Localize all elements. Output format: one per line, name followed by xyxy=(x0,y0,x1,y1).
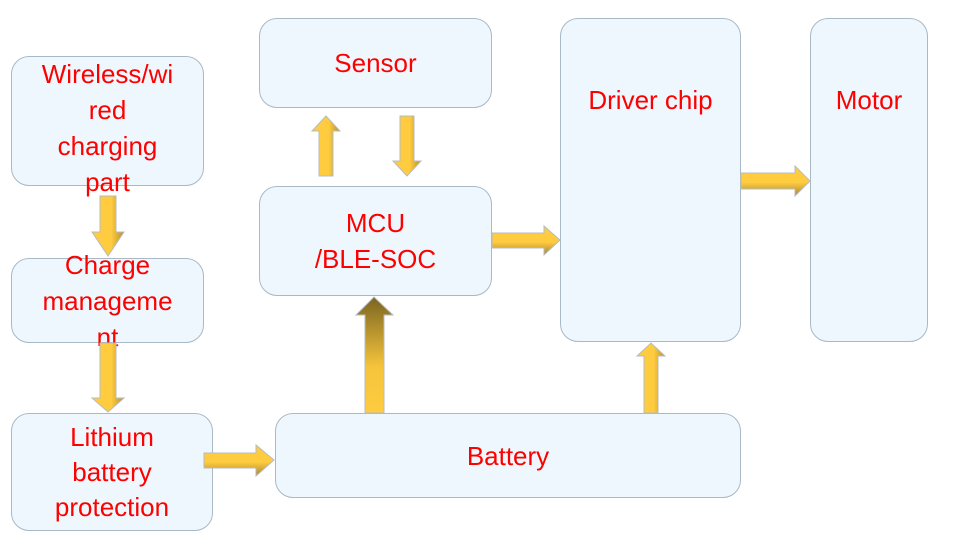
node-label: Driver chip xyxy=(588,85,713,115)
node-lithium-battery-protection: Lithium battery protection xyxy=(11,413,213,531)
arrow-battery-to-mcu xyxy=(354,296,395,414)
arrow-battery-to-driver xyxy=(635,342,667,414)
node-sensor: Sensor xyxy=(259,18,492,108)
node-label: Wireless/wi red charging part xyxy=(41,59,174,197)
arrow-sensor-to-mcu xyxy=(391,115,423,177)
arrow-mcu-to-sensor xyxy=(310,115,342,177)
node-motor: Motor xyxy=(810,18,928,342)
node-label: Battery xyxy=(466,440,550,471)
arrow-driver-to-motor xyxy=(740,164,811,198)
node-label: Lithium battery protection xyxy=(54,421,170,522)
arrow-lithium-to-battery xyxy=(203,443,275,478)
arrow-mcu-to-driver xyxy=(491,224,561,257)
node-battery: Battery xyxy=(275,413,741,498)
node-wireless-charging: Wireless/wi red charging part xyxy=(11,56,204,197)
node-label: MCU /BLE-SOC xyxy=(314,208,437,274)
node-label: Sensor xyxy=(334,48,417,78)
node-mcu-ble-soc: MCU /BLE-SOC xyxy=(259,186,492,296)
node-label: Motor xyxy=(835,85,903,115)
node-driver-chip: Driver chip xyxy=(560,18,741,342)
node-label: Charge manageme nt xyxy=(42,249,173,352)
node-charge-management: Charge manageme nt xyxy=(11,250,204,352)
